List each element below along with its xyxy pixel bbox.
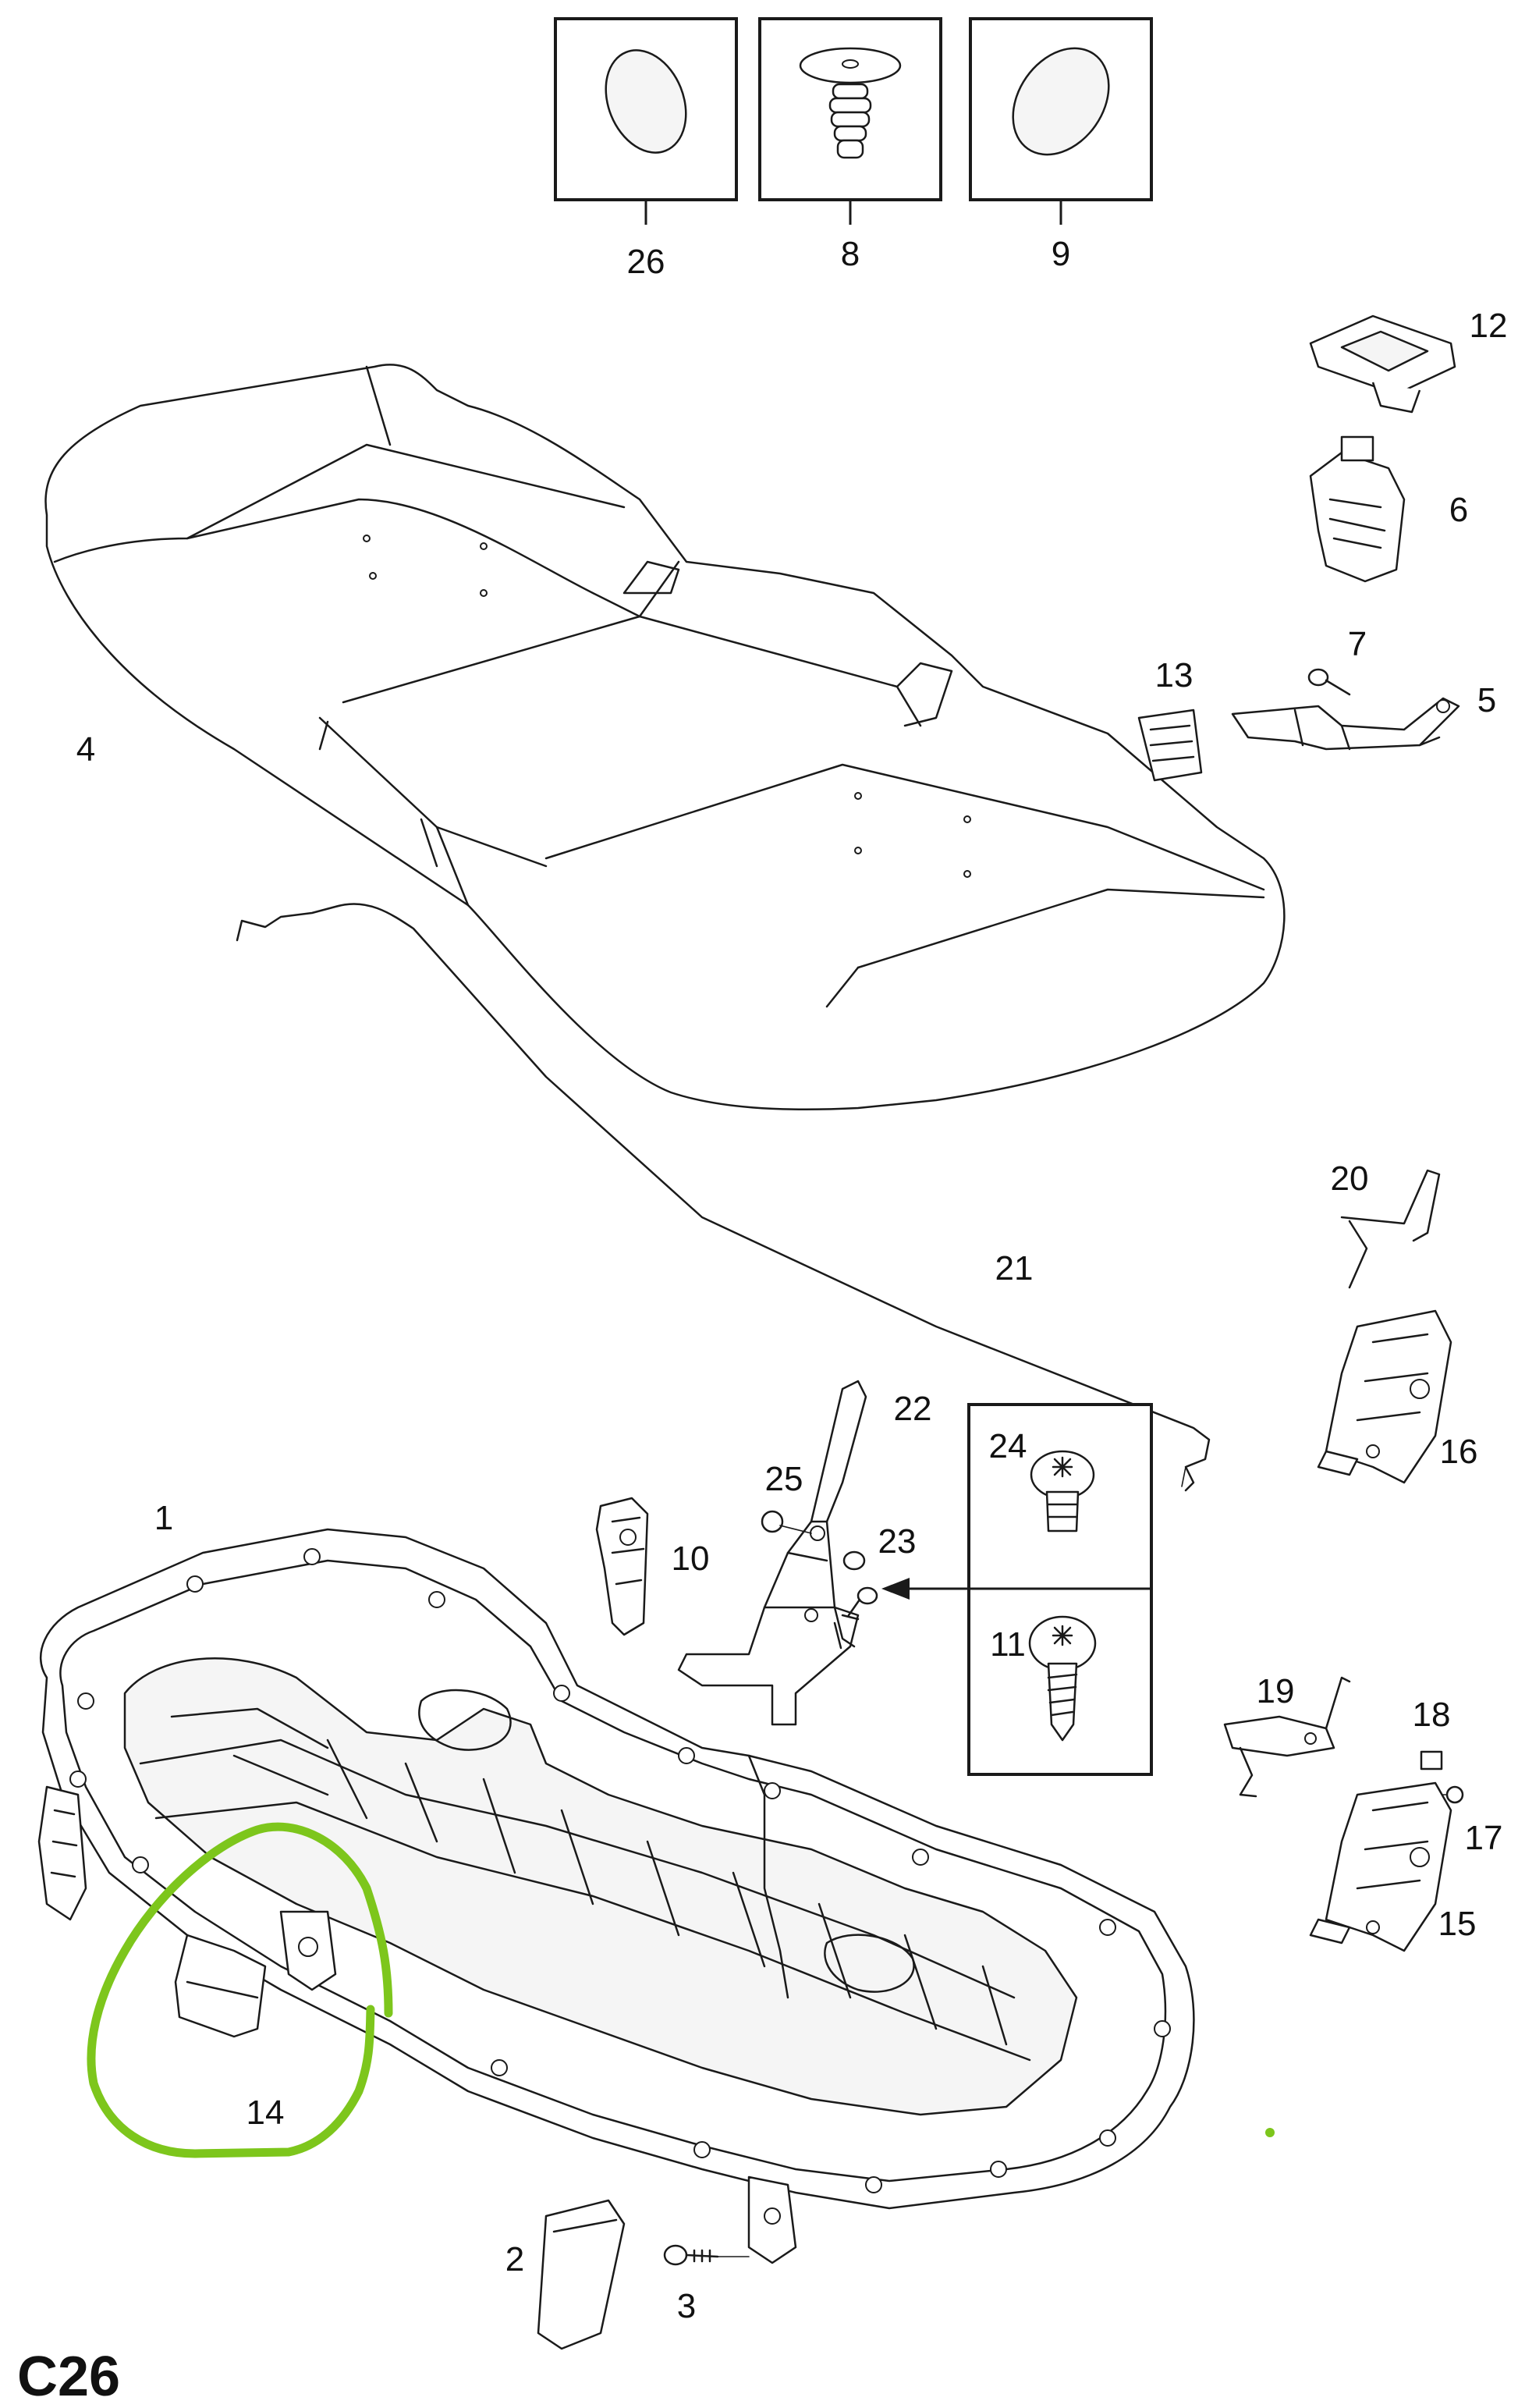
callout-3: 3 [677, 2287, 696, 2325]
seat-pan: 1 [37, 1499, 1195, 2264]
part-15-latch: 15 [1309, 1781, 1477, 1952]
callout-17: 17 [1465, 1819, 1503, 1857]
part-14: 14 [174, 1934, 285, 2132]
part-5-bracket: 5 [1231, 681, 1496, 751]
callout-6: 6 [1449, 491, 1468, 529]
part-3-screw: 3 [663, 2244, 750, 2325]
callout-26: 26 [627, 243, 665, 281]
callout-9: 9 [1052, 235, 1070, 273]
callout-20: 20 [1331, 1160, 1369, 1198]
part-17: 17 [1419, 1785, 1503, 1857]
seat-cushion: 4 [44, 364, 1286, 1111]
highlight-dot [1265, 2128, 1275, 2137]
arrow-to-fasteners [881, 1578, 969, 1600]
callout-16: 16 [1440, 1433, 1478, 1471]
figure-code: C26 [17, 2346, 120, 2408]
part-13: 13 [1137, 656, 1203, 782]
part-16-latch: 16 [1317, 1309, 1478, 1484]
callout-13: 13 [1155, 656, 1193, 694]
highlight-circle [87, 1822, 393, 2158]
callout-7: 7 [1348, 625, 1367, 663]
callout-18: 18 [1413, 1696, 1451, 1734]
callout-14: 14 [246, 2094, 285, 2132]
callout-8: 8 [841, 235, 860, 273]
callout-4: 4 [76, 730, 95, 769]
part-18: 18 [1413, 1696, 1451, 1770]
part-25: 25 [761, 1460, 812, 1534]
callout-5: 5 [1477, 681, 1496, 719]
part-20: 20 [1331, 1160, 1441, 1289]
callout-10: 10 [672, 1540, 710, 1578]
detail-box-fasteners: 24 11 [967, 1403, 1153, 1776]
callout-21: 21 [995, 1249, 1034, 1287]
part-12: 12 [1309, 307, 1508, 414]
release-cable: 21 [236, 903, 1211, 1492]
detail-box-26: 26 [554, 17, 738, 281]
detail-box-9: 9 [969, 17, 1153, 273]
part-23: 23 [841, 1522, 917, 1621]
callout-11: 11 [990, 1625, 1026, 1664]
part-10: 10 [595, 1497, 710, 1636]
highlight-annotation [87, 1822, 1275, 2158]
part-22-hinge: 22 [677, 1380, 932, 1726]
callout-24: 24 [989, 1427, 1027, 1465]
part-6: 6 [1309, 435, 1468, 583]
callout-25: 25 [765, 1460, 803, 1498]
callout-2: 2 [505, 2240, 524, 2278]
callout-22: 22 [894, 1390, 932, 1428]
callout-1: 1 [154, 1499, 173, 1537]
callout-12: 12 [1470, 307, 1508, 345]
callout-15: 15 [1438, 1905, 1477, 1943]
part-19: 19 [1223, 1672, 1351, 1798]
callout-19: 19 [1257, 1672, 1295, 1710]
part-7-screw: 7 [1307, 625, 1367, 696]
detail-box-8: 8 [758, 17, 942, 273]
part-2: 2 [505, 2199, 626, 2350]
callout-23: 23 [878, 1522, 917, 1561]
